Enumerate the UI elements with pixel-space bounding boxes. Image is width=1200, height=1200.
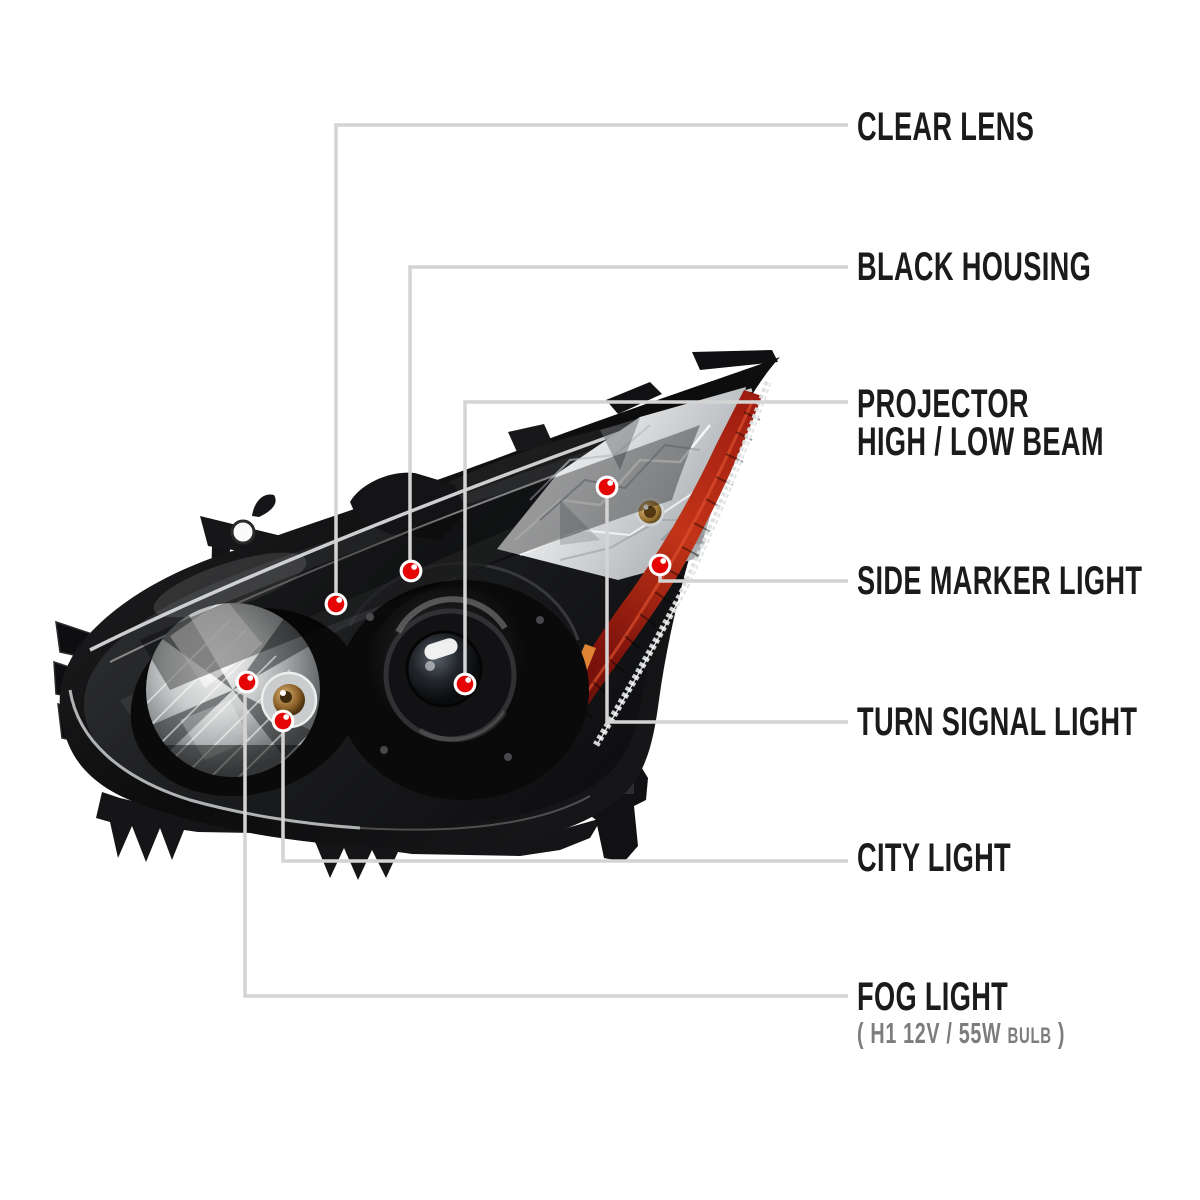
callout-marker-projector-high-low-beam bbox=[453, 672, 477, 696]
inner-shadow bbox=[140, 425, 700, 690]
callout-markers bbox=[235, 475, 672, 733]
callout-line-black-housing bbox=[408, 265, 848, 571]
callout-marker-black-housing bbox=[399, 559, 423, 583]
headlight-photo bbox=[53, 350, 780, 880]
callout-line-fog-light bbox=[243, 682, 848, 998]
callout-marker-clear-lens bbox=[324, 592, 348, 616]
callout-marker-city-light bbox=[271, 709, 295, 733]
callout-line-projector-high-low-beam bbox=[463, 400, 848, 684]
callout-marker-side-marker-light bbox=[648, 553, 672, 577]
callout-line-clear-lens bbox=[334, 123, 848, 604]
callout-line-city-light bbox=[281, 721, 848, 863]
projector-screws bbox=[366, 613, 544, 761]
callout-marker-turn-signal-light bbox=[595, 475, 619, 499]
callout-marker-fog-light bbox=[235, 670, 259, 694]
callout-line-turn-signal-light bbox=[605, 487, 848, 724]
